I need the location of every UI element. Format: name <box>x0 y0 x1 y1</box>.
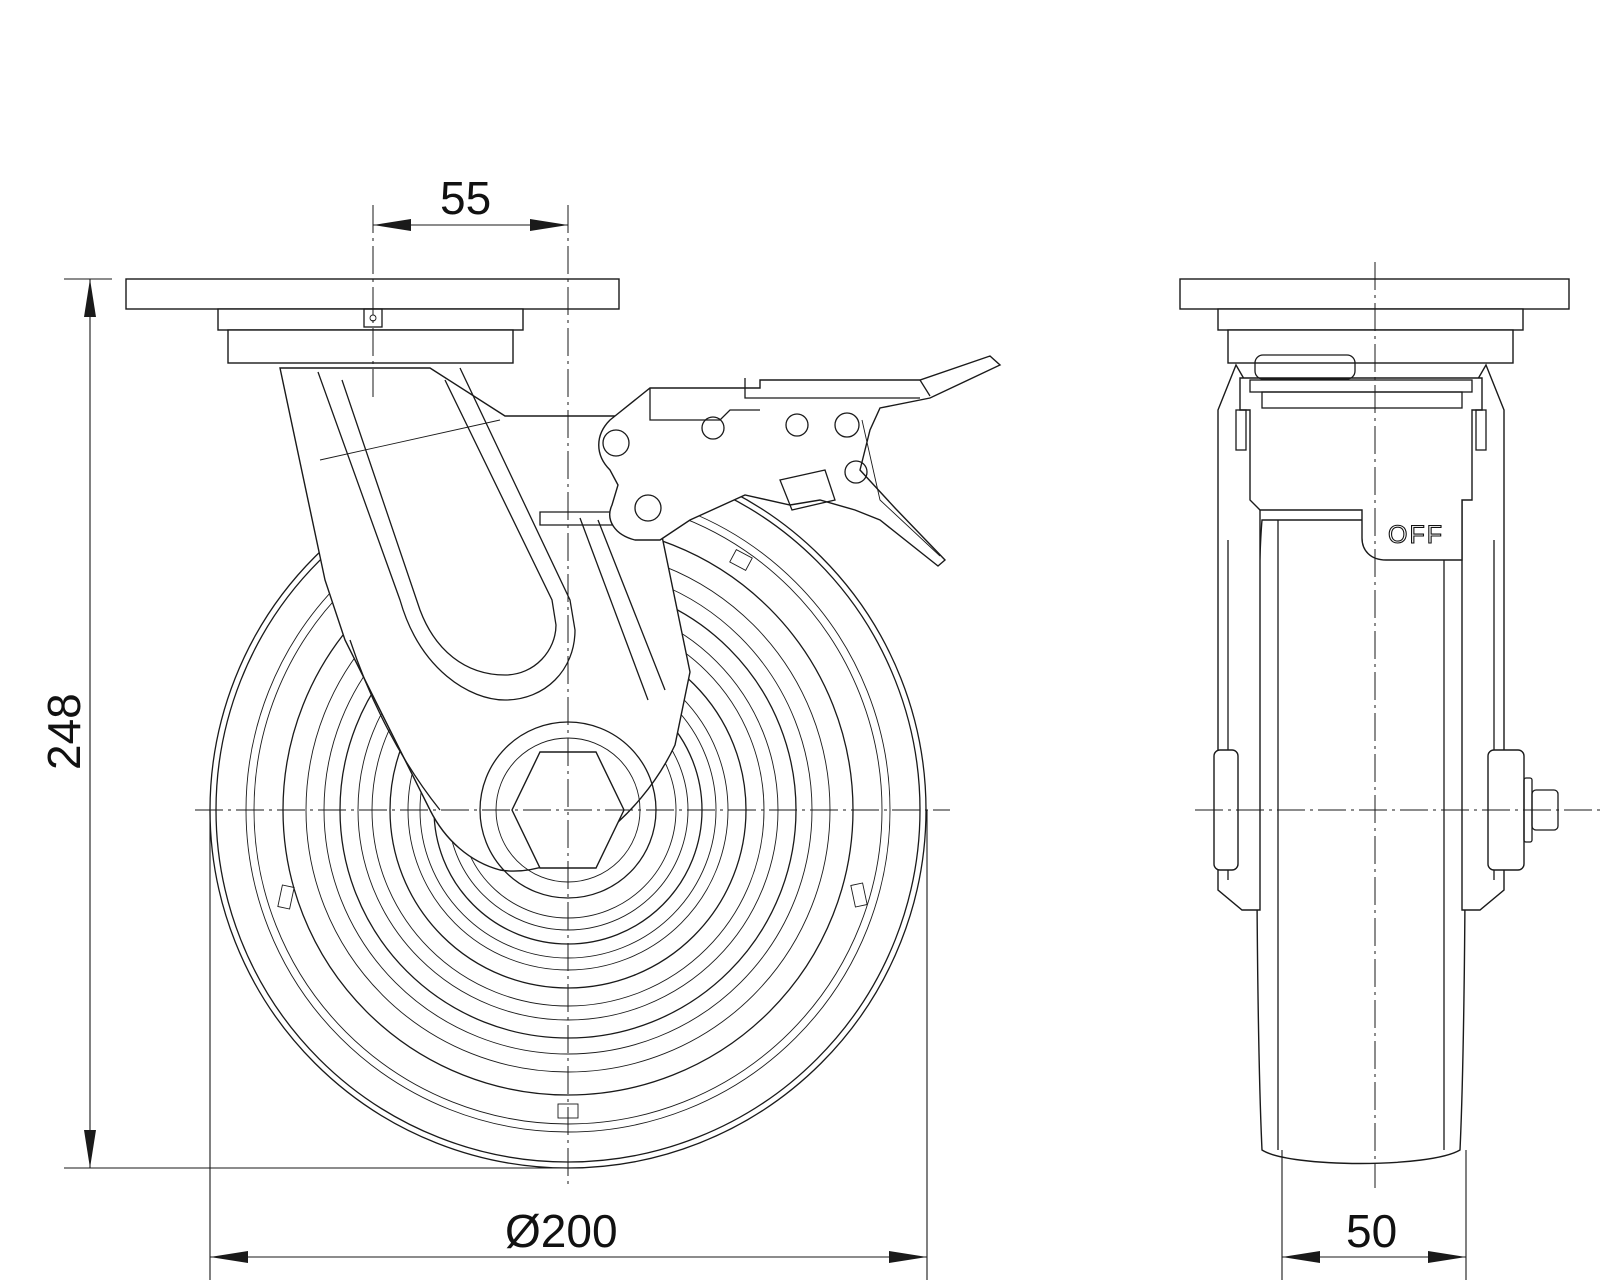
dimension-diameter-label: Ø200 <box>505 1205 618 1257</box>
caster-side-view <box>125 278 1002 1169</box>
dimension-width: 50 <box>1281 1150 1467 1280</box>
dimension-height-label: 248 <box>38 693 90 770</box>
brake-state-label: OFF <box>1388 521 1444 549</box>
dimension-offset: 55 <box>373 172 568 231</box>
center-lines <box>195 205 1600 1188</box>
brake-lever <box>598 355 1002 567</box>
dimension-diameter: Ø200 <box>209 810 928 1280</box>
wheel-front <box>1256 519 1466 1165</box>
dimension-offset-label: 55 <box>440 172 491 224</box>
dimension-width-label: 50 <box>1346 1205 1397 1257</box>
dimension-height: 248 <box>38 278 562 1169</box>
